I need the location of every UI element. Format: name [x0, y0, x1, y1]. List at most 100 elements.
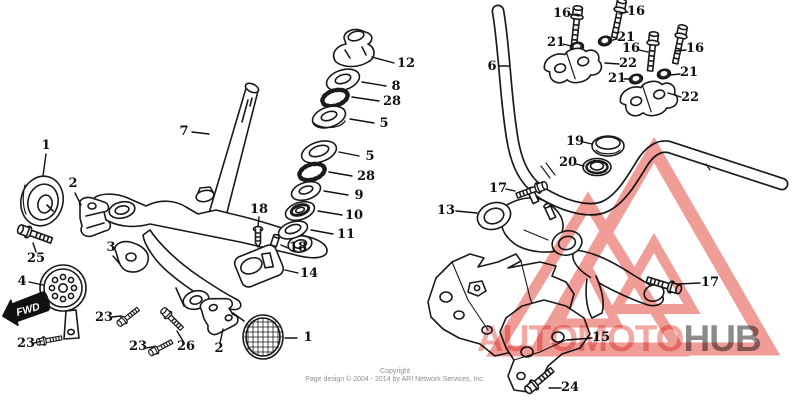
- callout-1[interactable]: 1: [41, 138, 50, 153]
- callout-leader-23: [33, 340, 43, 344]
- stem-nut-12: [332, 28, 375, 68]
- washer-21d: [655, 67, 673, 81]
- holder-22a: [540, 42, 605, 91]
- bolt-25: [15, 221, 55, 247]
- callout-6[interactable]: 6: [487, 59, 496, 74]
- callout-19[interactable]: 19: [566, 134, 584, 149]
- callout-11[interactable]: 11: [337, 227, 355, 242]
- callout-leader-9: [323, 190, 349, 196]
- callout-1[interactable]: 1: [303, 330, 312, 345]
- bracket-3: [114, 240, 150, 273]
- bolt-23a: [35, 333, 64, 348]
- callout-23[interactable]: 23: [129, 339, 147, 354]
- callout-21[interactable]: 21: [547, 35, 565, 50]
- callout-16[interactable]: 16: [686, 41, 704, 56]
- callout-28[interactable]: 28: [357, 169, 375, 184]
- callout-4[interactable]: 4: [17, 274, 26, 289]
- callout-10[interactable]: 10: [345, 208, 363, 223]
- callout-leader-18: [280, 244, 289, 249]
- callout-leader-11: [310, 229, 334, 235]
- ball-ring-28-lower: [297, 161, 327, 183]
- callout-5[interactable]: 5: [379, 116, 388, 131]
- ring-20: [582, 157, 612, 177]
- callout-22[interactable]: 22: [619, 56, 637, 71]
- callout-16[interactable]: 16: [622, 41, 640, 56]
- callout-12[interactable]: 12: [397, 56, 415, 71]
- callout-2[interactable]: 2: [214, 341, 223, 356]
- callout-leader-25: [32, 242, 37, 253]
- callout-14[interactable]: 14: [300, 266, 318, 281]
- reflector-left: [19, 175, 65, 227]
- callout-21[interactable]: 21: [680, 65, 698, 80]
- callout-21[interactable]: 21: [608, 71, 626, 86]
- bolt-26: [158, 305, 186, 333]
- switch-housing-14: [233, 244, 285, 288]
- callout-24[interactable]: 24: [561, 380, 579, 395]
- callout-20[interactable]: 20: [559, 155, 577, 170]
- callout-leader-21: [669, 73, 681, 76]
- callout-leader-23: [111, 315, 122, 318]
- callout-3[interactable]: 3: [106, 240, 115, 255]
- clamp-2-left: [78, 196, 112, 238]
- reflector-right: [232, 312, 284, 360]
- callout-leader-1: [42, 153, 47, 177]
- copyright-footer: Copyright Page design © 2004 - 2014 by A…: [270, 368, 520, 383]
- callout-leader-17: [677, 282, 701, 285]
- callout-leader-19: [582, 141, 593, 145]
- steering-stem: [203, 82, 260, 237]
- fwd-marker: FWD: [2, 291, 51, 327]
- callout-16[interactable]: 16: [627, 4, 645, 19]
- callout-leader-12: [371, 56, 395, 64]
- callout-leader-5: [349, 118, 375, 124]
- callout-leader-7: [191, 131, 210, 135]
- callout-leader-5: [338, 151, 360, 157]
- callout-leader-10: [317, 210, 343, 216]
- callout-17[interactable]: 17: [489, 181, 507, 196]
- callout-leader-8: [361, 81, 387, 87]
- copyright-line1: Copyright: [380, 368, 410, 375]
- callout-leader-16: [638, 49, 649, 53]
- callout-leader-4: [28, 281, 44, 286]
- dust-seal-11: [277, 220, 309, 240]
- callout-leader-23: [144, 346, 154, 349]
- callout-leader-21: [562, 43, 572, 47]
- callout-leader-14: [284, 269, 299, 274]
- callout-25[interactable]: 25: [27, 251, 45, 266]
- callout-leader-16: [618, 11, 629, 15]
- callout-7[interactable]: 7: [179, 124, 188, 139]
- callout-leader-22: [604, 62, 620, 65]
- brand-hub: HUB: [683, 318, 761, 359]
- clamp-2-right: [199, 297, 239, 336]
- callout-leader-17: [505, 188, 516, 192]
- callout-13[interactable]: 13: [437, 203, 455, 218]
- copyright-line2: Page design © 2004 - 2014 by ARI Network…: [305, 375, 485, 383]
- callout-leader-2: [74, 192, 82, 206]
- callout-9[interactable]: 9: [354, 188, 363, 203]
- callout-leader-28: [328, 171, 353, 177]
- callout-16[interactable]: 16: [553, 6, 571, 21]
- horn-4: [39, 264, 87, 340]
- callout-26[interactable]: 26: [177, 339, 195, 354]
- callout-8[interactable]: 8: [391, 79, 400, 94]
- callout-18[interactable]: 18: [289, 240, 307, 255]
- callout-leader-13: [455, 210, 478, 214]
- callout-5[interactable]: 5: [365, 149, 374, 164]
- brand-automoto: AUTOMOTO: [477, 318, 684, 359]
- callout-leader-26: [176, 330, 184, 342]
- callout-22[interactable]: 22: [681, 90, 699, 105]
- callout-18[interactable]: 18: [250, 202, 268, 217]
- pin-18: [269, 233, 281, 248]
- callout-leader-28: [351, 96, 380, 102]
- callout-28[interactable]: 28: [383, 94, 401, 109]
- callout-21[interactable]: 21: [617, 30, 635, 45]
- callout-leader-22: [667, 92, 682, 98]
- cone-race-10: [284, 200, 316, 222]
- callout-leader-21: [608, 38, 618, 42]
- callout-17[interactable]: 17: [701, 275, 719, 290]
- callout-2[interactable]: 2: [68, 176, 77, 191]
- holder-22b: [616, 75, 681, 124]
- callout-23[interactable]: 23: [95, 310, 113, 325]
- callout-leader-2: [219, 328, 224, 344]
- callout-23[interactable]: 23: [17, 336, 35, 351]
